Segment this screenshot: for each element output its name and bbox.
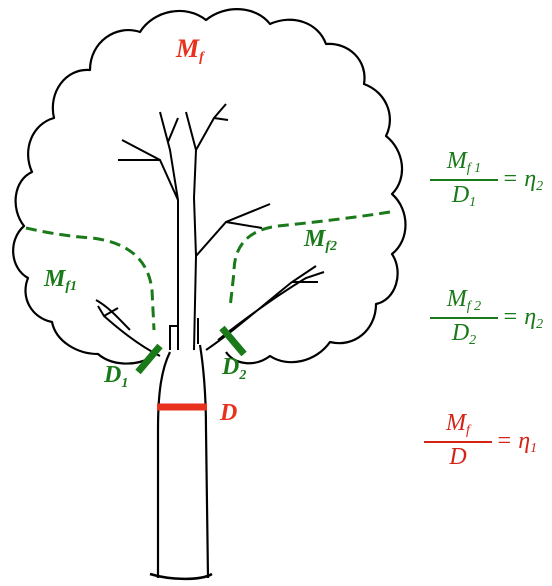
equation-right-branch: Mf 2 D2 = η2 bbox=[430, 286, 550, 350]
equation-2-fraction-bar bbox=[430, 317, 498, 319]
right-branch bbox=[197, 265, 325, 351]
central-stem bbox=[118, 103, 271, 351]
right-branch-diameter-label: D2 bbox=[222, 354, 247, 383]
left-branch bbox=[95, 299, 178, 357]
equation-3-rhs: = η1 bbox=[496, 428, 538, 456]
right-branch-diameter-marker bbox=[219, 325, 247, 357]
equation-2-denominator: D2 bbox=[451, 320, 477, 348]
trunk-diameter-label: D bbox=[220, 400, 238, 426]
equation-1-denominator: D1 bbox=[451, 182, 477, 210]
equation-3-denominator: D bbox=[449, 444, 467, 470]
left-branch-mass-label: Mf1 bbox=[44, 266, 78, 294]
equation-whole-crown: Mf D = η1 bbox=[424, 410, 544, 474]
crown-outline bbox=[12, 8, 407, 365]
crown-mass-label: Mf bbox=[176, 34, 204, 65]
left-branch-canopy-boundary bbox=[25, 226, 156, 331]
trunk-right-edge bbox=[198, 344, 210, 579]
equation-2-rhs: = η2 bbox=[502, 304, 544, 332]
trunk-base bbox=[149, 572, 213, 581]
trunk-left-edge bbox=[156, 351, 171, 578]
equation-2-numerator: Mf 2 bbox=[446, 286, 482, 314]
equation-1-rhs: = η2 bbox=[502, 166, 544, 194]
equation-3-numerator: Mf bbox=[446, 410, 470, 438]
equation-left-branch: Mf 1 D1 = η2 bbox=[430, 148, 550, 212]
equation-3-fraction-bar bbox=[424, 441, 492, 443]
equation-1-numerator: Mf 1 bbox=[446, 148, 482, 176]
left-branch-diameter-marker bbox=[135, 343, 163, 375]
right-branch-mass-label: Mf2 bbox=[304, 226, 338, 254]
left-branch-diameter-label: D1 bbox=[104, 362, 129, 391]
equation-1-fraction-bar bbox=[430, 179, 498, 181]
right-branch-canopy-boundary bbox=[228, 210, 391, 309]
